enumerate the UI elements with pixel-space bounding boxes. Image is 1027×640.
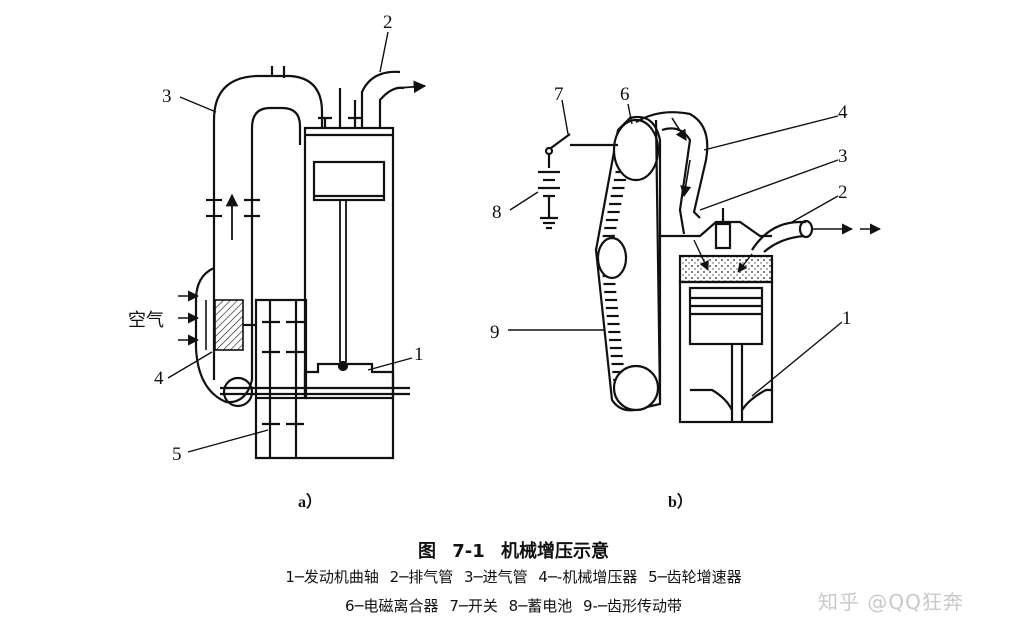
label-a-1: 1 [414, 344, 424, 365]
gear-train-a [254, 298, 308, 400]
piston-a [312, 160, 386, 202]
label-b-4: 4 [838, 102, 848, 123]
crankcase-a [303, 362, 395, 398]
clutch-pulley-b [612, 118, 660, 182]
exhaust-pipe-b [751, 220, 806, 253]
label-b-6: 6 [620, 84, 630, 105]
figure-title: 图 7-1 机械增压示意 [417, 541, 610, 562]
label-b-7: 7 [554, 84, 564, 105]
legend-line-2: 6─电磁离合器 7─开关 8─蓄电池 9-─齿形传动带 [344, 597, 682, 615]
legend-line-1: 1─发动机曲轴 2─排气管 3─进气管 4─-机械增压器 5─齿轮增速器 [285, 568, 742, 586]
intake-pipe-a [212, 74, 324, 380]
label-b-2: 2 [838, 182, 848, 203]
label-a-3: 3 [162, 86, 172, 107]
sublabel-a: a） [298, 493, 322, 511]
label-a-4: 4 [154, 368, 164, 389]
cylinder-b [678, 280, 774, 424]
watermark: 知乎 @QQ狂奔 [818, 590, 964, 614]
supercharger-b [635, 111, 709, 219]
mechanical-supercharger-figure: 3 2 1 4 5 空气 a） [128, 12, 882, 511]
diagram-b [508, 99, 882, 424]
label-b-3: 3 [838, 146, 848, 167]
compressor-a [194, 266, 254, 404]
label-a-5: 5 [172, 444, 182, 465]
label-b-8: 8 [492, 202, 502, 223]
exhaust-pipe-a [360, 70, 405, 128]
engine-cylinder-a [303, 126, 395, 400]
label-b-9: 9 [490, 322, 500, 343]
diagram-a [167, 31, 427, 460]
air-label: 空气 [128, 310, 164, 331]
label-a-2: 2 [383, 12, 393, 33]
label-b-1: 1 [842, 308, 852, 329]
sublabel-b: b） [668, 493, 693, 511]
